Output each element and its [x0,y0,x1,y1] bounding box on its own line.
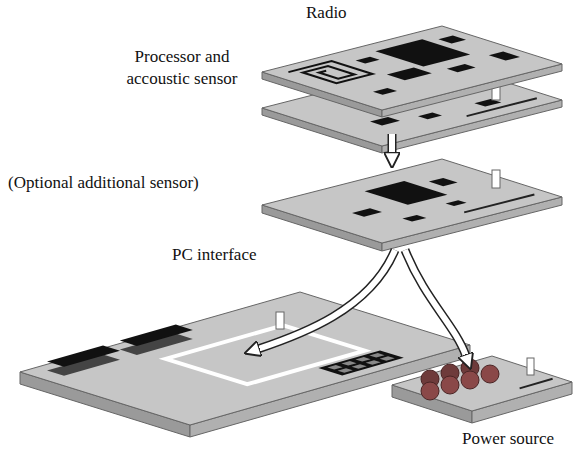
part-label: Power source [462,428,554,450]
assembly-arrows [258,134,466,356]
radio-board [262,26,562,117]
part-label: Radio [306,2,347,24]
part-label: (Optional additional sensor) [8,172,199,194]
part-label: Processor and accoustic sensor [102,46,262,90]
power-source-board [392,356,572,423]
part-label: PC interface [172,244,257,266]
optional-sensor-board [262,159,562,251]
pc-interface-board [20,292,470,437]
